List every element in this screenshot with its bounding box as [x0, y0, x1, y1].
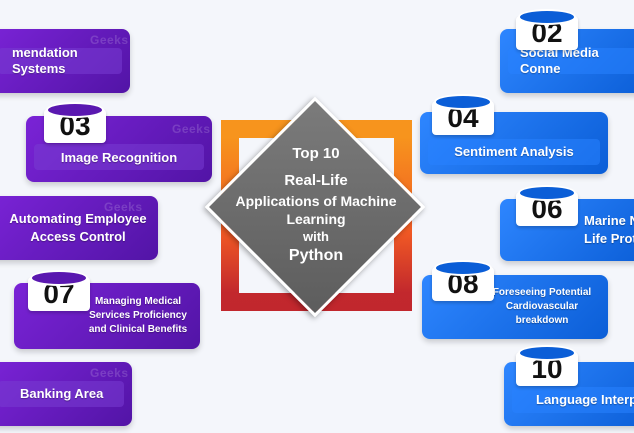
center-title-line-2: Real-Life [284, 172, 348, 189]
card-band [34, 143, 204, 170]
card-item-01: Geeks mendation Systems [0, 29, 130, 93]
number-tab-03: 03 [44, 102, 106, 143]
center-title-line-5: with [303, 229, 329, 244]
card-label: Automating Employee Access Control [9, 211, 147, 244]
watermark: Geeks [104, 200, 143, 214]
center-title-line-3: Applications of Machine [235, 193, 397, 209]
watermark: Geeks [90, 33, 129, 47]
number-tab-04: 04 [432, 94, 494, 135]
card-label: mendation Systems [12, 45, 78, 76]
center-title-line-6: Python [288, 247, 344, 264]
center-title: Top 10 Real-Life Applications of Machine… [218, 144, 414, 266]
center-title-line-4: Learning [286, 211, 346, 227]
number-tab-08: 08 [432, 260, 494, 301]
card-item-05: Geeks Automating Employee Access Control [0, 196, 158, 260]
card-label: Banking Area [20, 386, 104, 401]
card-label: Foreseeing Potential Cardiovascular brea… [492, 287, 592, 326]
card-band [512, 387, 634, 414]
card-item-07: Managing Medical Services Proficiency an… [14, 283, 200, 349]
card-item-09: Geeks Banking Area [0, 362, 132, 426]
card-band [508, 48, 634, 74]
number-tab-06: 06 [516, 185, 578, 226]
card-label: Managing Medical Services Proficiency an… [88, 296, 188, 335]
card-label: Image Recognition [60, 150, 178, 166]
center-title-line-1: Top 10 [292, 145, 340, 162]
watermark: Geeks [172, 122, 211, 136]
number-tab-10: 10 [516, 345, 578, 386]
card-label: Sentiment Analysis [454, 143, 574, 159]
card-band [428, 138, 600, 165]
card-band [0, 381, 124, 407]
card-label: Language Interp [536, 392, 634, 408]
card-label: Marine N Life Prote [584, 213, 634, 246]
card-band [0, 48, 122, 74]
number-tab-02: 02 [516, 9, 578, 50]
number-tab-07: 07 [28, 270, 90, 311]
watermark: Geeks [90, 366, 129, 380]
card-item-03: Geeks Image Recognition [26, 116, 212, 182]
